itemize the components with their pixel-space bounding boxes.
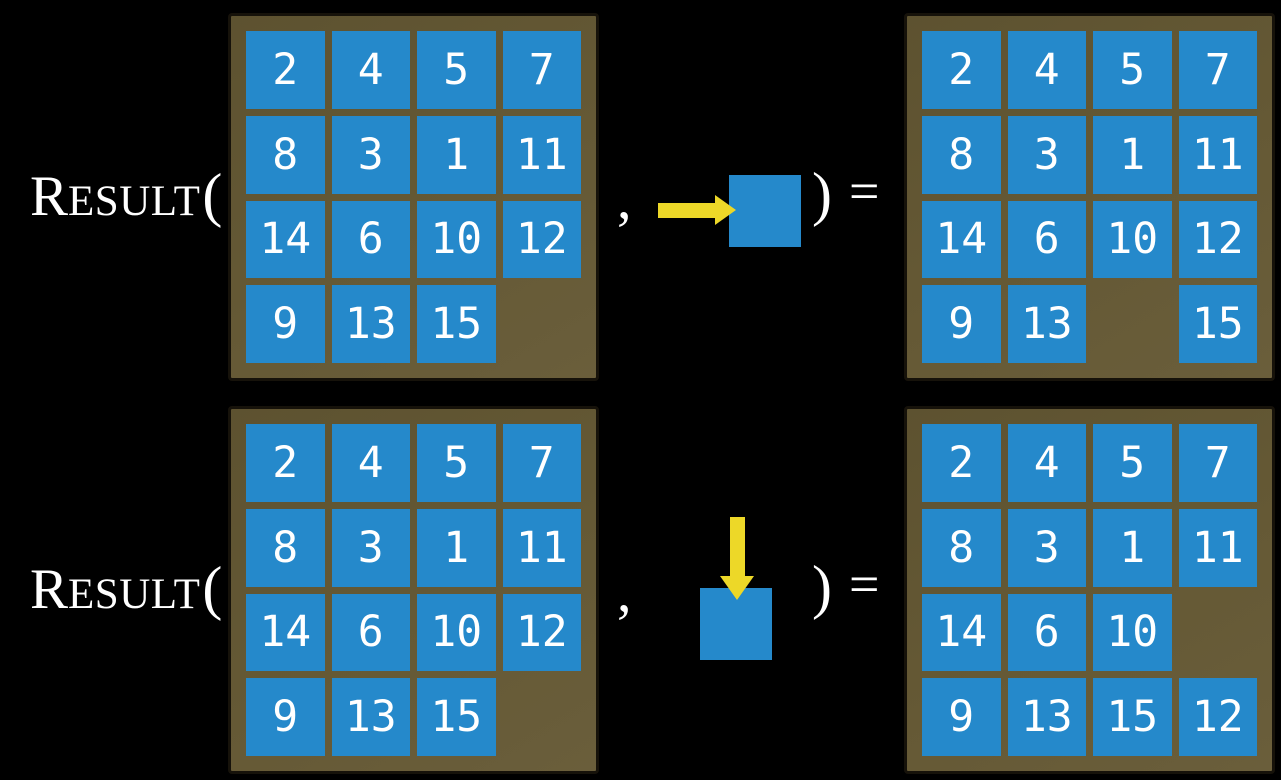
puzzle-tile: 8 [922, 508, 1001, 587]
puzzle-tile: 6 [1007, 593, 1086, 672]
arrow-shaft [729, 517, 745, 576]
puzzle-tile: 12 [1178, 678, 1257, 756]
puzzle-tile: 6 [331, 200, 410, 279]
puzzle-tile: 7 [1178, 31, 1257, 109]
puzzle-tile: 2 [922, 31, 1001, 109]
equals-sign: = [849, 161, 880, 221]
arrow-shaft [658, 202, 715, 218]
puzzle-tile: 5 [417, 31, 496, 109]
puzzle-tile: 4 [331, 424, 410, 502]
puzzle-tile: 14 [246, 200, 325, 279]
puzzle-tile: 11 [1178, 508, 1257, 587]
puzzle-tile: 12 [1178, 200, 1257, 279]
function-name-initial: R [30, 558, 69, 621]
arrow-head [720, 576, 754, 600]
right-arrow-icon [658, 195, 736, 225]
puzzle-tile: 15 [1093, 678, 1172, 756]
puzzle-tile: 6 [331, 593, 410, 672]
function-label: R ESULT ( [30, 558, 222, 618]
puzzle-tile: 9 [922, 285, 1001, 363]
puzzle-tile: 9 [922, 678, 1001, 756]
puzzle-tile: 3 [1007, 508, 1086, 587]
puzzle-tile: 11 [502, 115, 581, 194]
blank-tile [700, 588, 772, 660]
puzzle-tile: 9 [246, 285, 325, 363]
puzzle-tile: 2 [246, 31, 325, 109]
puzzle-tile: 12 [502, 593, 581, 672]
comma: , [617, 166, 632, 231]
puzzle-tile: 1 [1093, 508, 1172, 587]
puzzle-tile: 13 [331, 678, 410, 756]
puzzle-tile: 4 [1007, 31, 1086, 109]
puzzle-tile: 11 [1178, 115, 1257, 194]
open-paren: ( [202, 162, 223, 228]
puzzle-tile: 10 [417, 200, 496, 279]
puzzle-tile: 4 [1007, 424, 1086, 502]
function-name-rest: ESULT [68, 178, 201, 225]
arrow-head [715, 195, 736, 225]
puzzle-tile: 7 [502, 424, 581, 502]
empty-cell [503, 285, 582, 363]
puzzle-tile: 2 [922, 424, 1001, 502]
blank-tile [729, 175, 801, 247]
puzzle-tile: 10 [417, 593, 496, 672]
function-label: R ESULT ( [30, 165, 222, 225]
comma: , [617, 559, 632, 624]
puzzle-tile: 15 [417, 678, 496, 756]
function-name-rest: ESULT [68, 571, 201, 618]
puzzle-tile: 3 [331, 508, 410, 587]
puzzle-tile: 5 [417, 424, 496, 502]
close-paren: ) [812, 554, 832, 620]
puzzle-tile: 10 [1093, 200, 1172, 279]
puzzle-tile: 3 [331, 115, 410, 194]
empty-cell [1093, 285, 1172, 363]
puzzle-tile: 4 [331, 31, 410, 109]
puzzle-tile: 1 [1093, 115, 1172, 194]
puzzle-tile: 14 [922, 200, 1001, 279]
puzzle-tile: 11 [502, 508, 581, 587]
puzzle-tile: 1 [417, 115, 496, 194]
puzzle-tile: 7 [1178, 424, 1257, 502]
puzzle-tile: 3 [1007, 115, 1086, 194]
puzzle-tile: 7 [502, 31, 581, 109]
puzzle-tile: 2 [246, 424, 325, 502]
empty-cell [503, 678, 582, 756]
puzzle-tile: 13 [1007, 285, 1086, 363]
equals-sign: = [849, 554, 880, 614]
puzzle-tile: 12 [502, 200, 581, 279]
puzzle-tile: 10 [1093, 593, 1172, 672]
puzzle-tile: 13 [1007, 678, 1086, 756]
empty-cell [1179, 594, 1258, 672]
puzzle-tile: 14 [246, 593, 325, 672]
puzzle-tile: 8 [246, 115, 325, 194]
puzzle-tile: 13 [331, 285, 410, 363]
down-arrow-icon [720, 517, 754, 600]
puzzle-tile: 9 [246, 678, 325, 756]
puzzle-tile: 8 [922, 115, 1001, 194]
open-paren: ( [202, 555, 223, 621]
puzzle-tile: 8 [246, 508, 325, 587]
function-name-initial: R [30, 165, 69, 228]
puzzle-tile: 15 [1178, 285, 1257, 363]
puzzle-tile: 5 [1093, 424, 1172, 502]
close-paren: ) [812, 161, 832, 227]
puzzle-tile: 14 [922, 593, 1001, 672]
puzzle-tile: 1 [417, 508, 496, 587]
puzzle-tile: 5 [1093, 31, 1172, 109]
puzzle-tile: 6 [1007, 200, 1086, 279]
puzzle-tile: 15 [417, 285, 496, 363]
